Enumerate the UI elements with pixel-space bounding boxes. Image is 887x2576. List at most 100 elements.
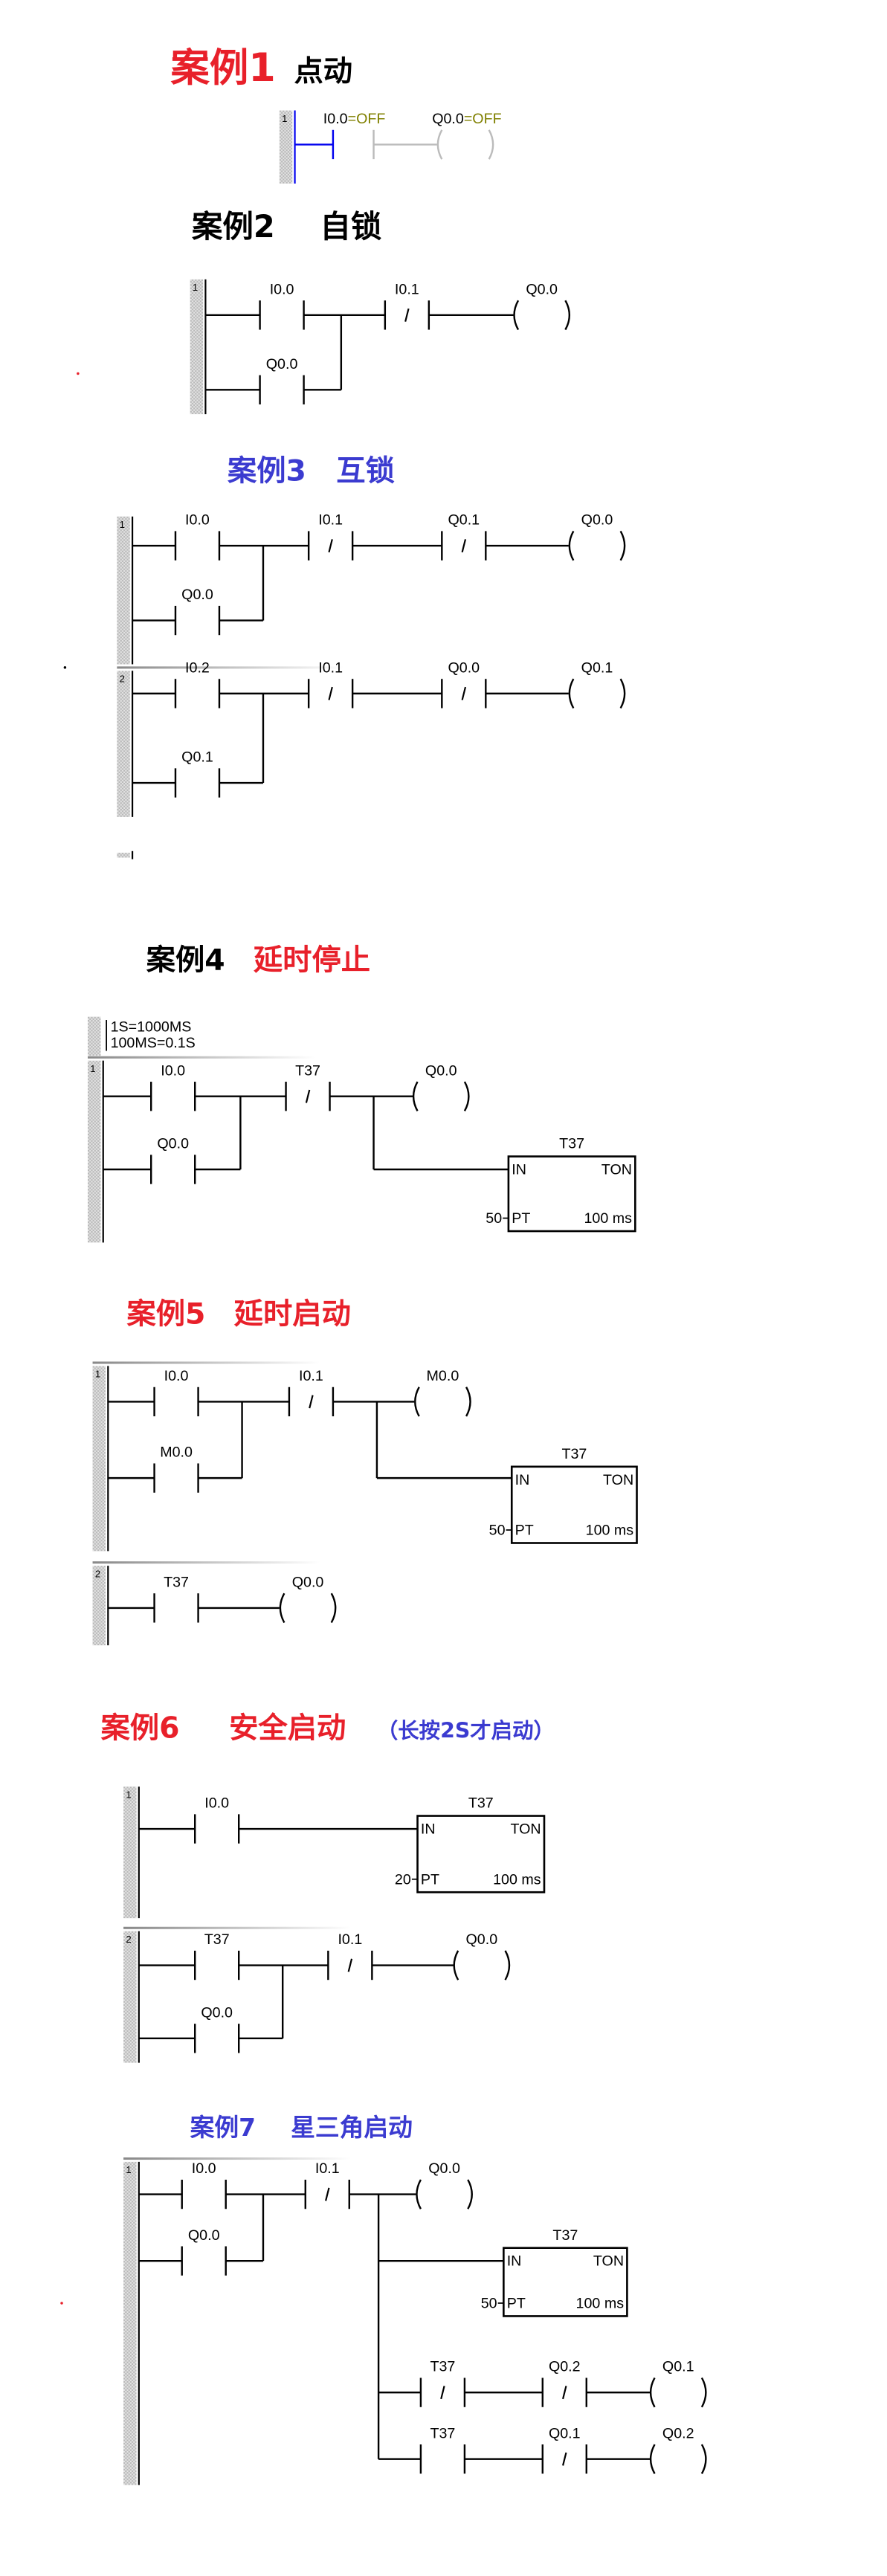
normally-closed-contact[interactable]: T37 bbox=[285, 1062, 331, 1111]
output-coil[interactable]: Q0.0 bbox=[513, 281, 571, 331]
normally-closed-slash bbox=[461, 686, 467, 700]
timer-in-pin: IN bbox=[421, 1821, 436, 1838]
timer-type: TON bbox=[593, 2253, 624, 2270]
contact-address: M0.0 bbox=[160, 1444, 193, 1461]
normally-closed-contact[interactable]: Q0.1 bbox=[541, 2425, 587, 2474]
normally-closed-contact[interactable]: I0.1 bbox=[307, 659, 354, 708]
normally-open-contact[interactable]: Q0.0 bbox=[174, 587, 221, 636]
normally-closed-slash bbox=[562, 2452, 567, 2466]
network-comment-line: 1S=1000MS bbox=[111, 1019, 192, 1035]
output-coil[interactable]: Q0.1 bbox=[649, 2359, 707, 2408]
output-coil[interactable]: Q0.0 bbox=[279, 1574, 337, 1624]
normally-open-contact[interactable]: I0.0 bbox=[181, 2160, 227, 2209]
normally-open-contact[interactable]: I0.0 bbox=[193, 1795, 240, 1844]
contact-address: T37 bbox=[204, 1931, 230, 1948]
timer-preset-value: 20 bbox=[395, 1871, 411, 1888]
case-number-title: 案例4 bbox=[146, 943, 225, 977]
normally-closed-contact[interactable]: Q0.1 bbox=[441, 512, 487, 561]
rung-number: 1 bbox=[126, 2164, 131, 2175]
network-separator bbox=[123, 2157, 351, 2160]
output-coil[interactable]: Q0.0 bbox=[568, 512, 626, 561]
normally-closed-contact[interactable]: I0.1 bbox=[327, 1931, 373, 1981]
output-coil[interactable]: Q0.1 bbox=[568, 659, 626, 709]
coil-right-paren bbox=[463, 1081, 470, 1111]
normally-open-contact[interactable]: T37 bbox=[193, 1931, 240, 1981]
case-number-title: 案例2 bbox=[192, 208, 275, 245]
normally-open-contact[interactable]: Q0.0 bbox=[259, 356, 305, 405]
normally-open-contact[interactable]: Q0.0 bbox=[150, 1136, 196, 1184]
timer-preset-value: 50 bbox=[481, 2296, 497, 2312]
normally-open-contact[interactable]: Q0.0 bbox=[181, 2227, 227, 2276]
normally-open-contact[interactable]: I0.0 bbox=[153, 1368, 199, 1417]
normally-closed-contact[interactable]: Q0.2 bbox=[541, 2359, 587, 2407]
coil-state: =OFF bbox=[464, 111, 502, 127]
timer-in-pin: IN bbox=[512, 1162, 526, 1178]
contact-address: I0.2 bbox=[185, 659, 210, 676]
timer-box bbox=[507, 1155, 636, 1233]
normally-open-contact[interactable]: I0.0 bbox=[259, 281, 305, 330]
case-name-title: 星三角启动 bbox=[291, 2114, 413, 2142]
normally-closed-contact[interactable]: T37 bbox=[419, 2359, 466, 2407]
normally-closed-contact[interactable]: I0.1 bbox=[307, 512, 354, 561]
timer-name: T37 bbox=[552, 2227, 578, 2244]
normally-open-contact[interactable]: I0.0 bbox=[174, 512, 221, 561]
timer-name: T37 bbox=[561, 1446, 587, 1462]
normally-open-contact[interactable]: Q0.1 bbox=[174, 749, 221, 798]
normally-closed-contact[interactable]: I0.1 bbox=[288, 1368, 335, 1417]
timer-pt-pin: PT bbox=[515, 1523, 534, 1539]
normally-open-contact[interactable]: T37 bbox=[153, 1574, 199, 1623]
stray-dot bbox=[63, 666, 67, 669]
contact-address: Q0.0 bbox=[157, 1136, 189, 1152]
output-coil[interactable]: Q0.0 bbox=[416, 2160, 473, 2209]
coil-left-paren bbox=[412, 1081, 419, 1111]
coil-address: Q0.1 bbox=[662, 2359, 694, 2375]
coil-left-paren bbox=[414, 1387, 420, 1417]
contact-address: I0.0 bbox=[204, 1795, 229, 1812]
contact-address: T37 bbox=[430, 2359, 455, 2375]
contact-address: I0.0 bbox=[192, 2160, 216, 2177]
output-coil[interactable]: Q0.2 bbox=[649, 2425, 707, 2474]
coil-left-paren bbox=[513, 300, 520, 331]
case-note: （长按2S才启动） bbox=[377, 1719, 555, 1743]
normally-open-contact[interactable]: T37 bbox=[419, 2425, 466, 2474]
rung-gutter bbox=[190, 279, 204, 415]
output-coil[interactable]: Q0.0 bbox=[453, 1931, 511, 1981]
contact-address: Q0.2 bbox=[549, 2359, 581, 2375]
normally-closed-slash bbox=[440, 2386, 445, 2400]
coil-left-paren bbox=[568, 530, 575, 561]
normally-open-contact[interactable]: Q0.0 bbox=[193, 2004, 240, 2053]
contact-address: T37 bbox=[164, 1574, 189, 1590]
coil-left-paren bbox=[416, 2179, 422, 2209]
normally-closed-slash bbox=[325, 2187, 330, 2201]
output-coil[interactable] bbox=[436, 129, 494, 160]
normally-closed-slash bbox=[328, 686, 333, 700]
normally-open-contact[interactable]: I0.0 bbox=[150, 1062, 196, 1111]
coil-right-paren bbox=[619, 530, 626, 561]
normally-open-contact[interactable]: M0.0 bbox=[153, 1444, 199, 1493]
coil-left-paren bbox=[649, 2444, 656, 2474]
rung-gutter bbox=[123, 1931, 137, 2063]
rung-number: 2 bbox=[95, 1568, 100, 1579]
normally-closed-contact[interactable]: I0.1 bbox=[384, 281, 430, 330]
coil-left-paren bbox=[279, 1592, 286, 1624]
contact-address: I0.0 bbox=[323, 111, 348, 127]
coil-right-paren bbox=[700, 2377, 707, 2408]
contact-address: I0.0 bbox=[164, 1368, 189, 1384]
network-separator bbox=[92, 1361, 320, 1364]
normally-closed-slash bbox=[404, 308, 410, 322]
normally-closed-contact[interactable]: I0.1 bbox=[304, 2160, 350, 2209]
contact-address: Q0.1 bbox=[549, 2425, 581, 2441]
timer-box bbox=[503, 2247, 628, 2317]
output-coil[interactable]: Q0.0 bbox=[412, 1062, 470, 1111]
rung-gutter-stub bbox=[117, 852, 130, 858]
rung-number: 2 bbox=[120, 674, 125, 685]
output-coil[interactable]: M0.0 bbox=[414, 1368, 471, 1417]
normally-closed-contact[interactable]: Q0.0 bbox=[441, 659, 487, 708]
contact-address: I0.1 bbox=[299, 1368, 323, 1384]
timer-time-base: 100 ms bbox=[493, 1871, 541, 1888]
